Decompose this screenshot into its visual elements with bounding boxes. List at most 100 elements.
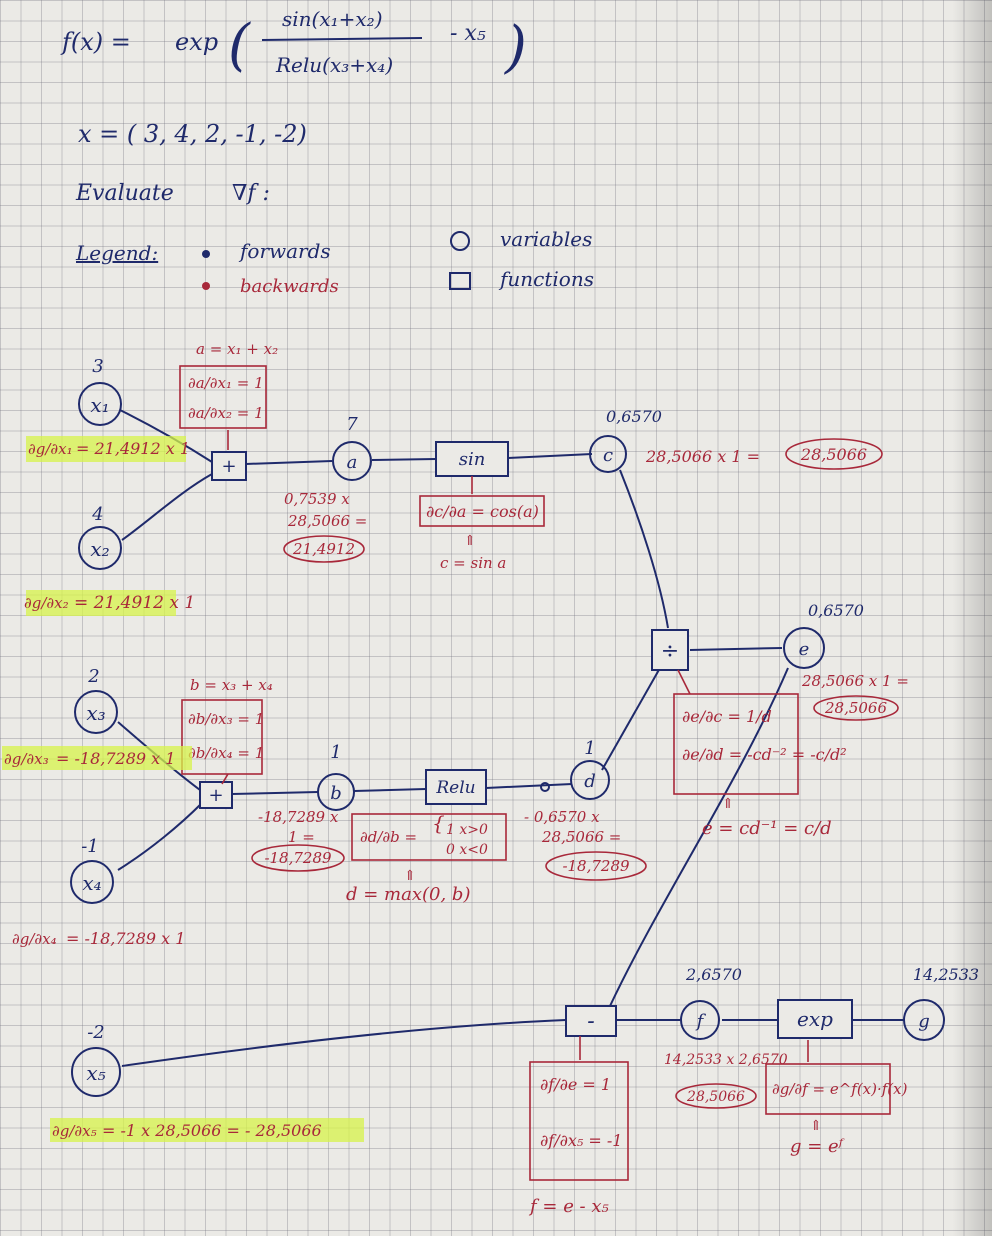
formula-numerator: sin(x₁+x₂)	[282, 7, 383, 31]
sin-local-grad: ∂c/∂a = cos(a) ⇑ c = sin a	[419, 476, 545, 572]
grad-d: - 0,6570 x 28,5066 = -18,7289	[524, 808, 647, 881]
d-local-lhs: ∂d/∂b =	[360, 828, 417, 846]
d-local-brace: {	[432, 811, 445, 835]
exp-label: exp	[797, 1007, 833, 1031]
grad-a-line1: 0,7539 x	[284, 490, 350, 508]
formula-rparen: )	[504, 15, 527, 80]
a-def: a = x₁ + x₂	[196, 340, 278, 358]
backwards-dot-icon	[202, 282, 210, 290]
legend-variables: variables	[500, 227, 592, 251]
function-exp: exp	[777, 999, 853, 1039]
forward-x2: 4	[91, 504, 103, 525]
grad-e: 28,5066 x 1 = 28,5066	[801, 672, 909, 721]
node-e-label: e	[799, 639, 810, 660]
x-vector: x = ( 3, 4, 2, -1, -2)	[78, 120, 307, 148]
forward-e: 0,6570	[808, 601, 864, 620]
legend-functions: functions	[498, 267, 594, 291]
formula-lhs: f(x) =	[60, 28, 131, 56]
node-x3-label: x₃	[86, 701, 105, 725]
e-def-arrow: ⇑	[722, 796, 734, 812]
node-g: g	[903, 999, 945, 1041]
d-local-case1: 1 x>0	[446, 822, 488, 838]
forward-g: 14,2533	[913, 965, 979, 984]
grad-d-line1: - 0,6570 x	[524, 808, 600, 826]
node-x4: x₄	[70, 860, 114, 904]
dx4-lhs: ∂g/∂x₄	[12, 930, 57, 948]
node-a: a	[332, 441, 372, 481]
node-x1-label: x₁	[90, 393, 109, 417]
plus-a-local-grad: a = x₁ + x₂ ∂a/∂x₁ = 1 ∂a/∂x₂ = 1	[179, 340, 278, 450]
plus-b-local-grad: b = x₃ + x₄ ∂b/∂x₃ = 1 ∂b/∂x₄ = 1	[181, 676, 273, 785]
divide-label: ÷	[661, 639, 679, 664]
sin-label: sin	[459, 449, 486, 470]
dx2-value: = 21,4912 x 1	[74, 593, 195, 613]
formula-denominator: Relu(x₃+x₄)	[275, 53, 393, 77]
node-x2-label: x₂	[90, 537, 109, 561]
evaluate-label: Evaluate	[75, 181, 174, 206]
forward-c: 0,6570	[606, 407, 662, 426]
function-minus: -	[565, 1005, 617, 1037]
b-local-2: ∂b/∂x₄ = 1	[188, 744, 264, 762]
grad-f: 14,2533 x 2,6570 28,5066	[664, 1052, 788, 1109]
node-f-label: f	[695, 1011, 707, 1032]
dx5: ∂g/∂x₅ = -1 x 28,5066 = - 28,5066	[50, 1118, 364, 1142]
dx2: ∂g/∂x₂ = 21,4912 x 1	[24, 590, 195, 616]
grad-c-value: 28,5066	[800, 445, 867, 464]
grad-a-value: 21,4912	[292, 540, 355, 558]
node-g-label: g	[918, 1011, 930, 1032]
f-local-2: ∂f/∂x₅ = -1	[540, 1131, 622, 1150]
grad-f-expr: 14,2533 x 2,6570	[664, 1052, 788, 1068]
forward-d: 1	[584, 738, 595, 759]
grad-b-line1: -18,7289 x	[258, 808, 339, 826]
grad-e-value: 28,5066	[824, 699, 887, 717]
minus-label: -	[587, 1009, 594, 1034]
node-x5: x₅	[71, 1047, 121, 1097]
dx2-lhs: ∂g/∂x₂	[24, 594, 69, 612]
function-plus-a: +	[211, 451, 247, 481]
graph-edges	[117, 409, 904, 1067]
function-plus-b: +	[199, 781, 233, 809]
node-x3: x₃	[74, 690, 118, 734]
grad-a-line2: 28,5066 =	[287, 512, 367, 530]
formula-lparen: (	[228, 13, 251, 78]
grad-a: 0,7539 x 28,5066 = 21,4912	[283, 490, 367, 563]
b-def: b = x₃ + x₄	[190, 676, 273, 694]
node-x5-label: x₅	[86, 1061, 105, 1085]
a-local-2: ∂a/∂x₂ = 1	[188, 404, 264, 422]
forward-f: 2,6570	[685, 965, 742, 984]
grad-b-value: -18,7289	[264, 849, 332, 867]
divide-local-grad: ∂e/∂c = 1/d ∂e/∂d = -cd⁻² = -c/d² ⇑ e = …	[673, 669, 847, 839]
dx4: ∂g/∂x₄ = -18,7289 x 1	[12, 929, 185, 948]
node-d-label: d	[584, 771, 596, 792]
d-def-arrow: ⇑	[404, 868, 416, 884]
c-def-arrow: ⇑	[464, 533, 476, 549]
variable-circle-icon	[450, 231, 470, 251]
dx3-lhs: ∂g/∂x₃	[4, 750, 49, 768]
node-b: b	[317, 773, 355, 811]
e-local-1: ∂e/∂c = 1/d	[682, 707, 772, 726]
relu-local-grad: ∂d/∂b = { 1 x>0 0 x<0 ⇑ d = max(0, b)	[346, 811, 507, 905]
g-def: g = eᶠ	[790, 1136, 845, 1157]
forward-a: 7	[346, 414, 358, 435]
forward-x1: 3	[92, 356, 103, 377]
plus-a-label: +	[221, 456, 236, 477]
a-local-1: ∂a/∂x₁ = 1	[188, 374, 264, 392]
relu-junction-dot	[540, 782, 550, 792]
node-x2: x₂	[78, 526, 122, 570]
fraction-bar	[261, 37, 423, 41]
exp-local-grad: ∂g/∂f = e^f(x)·f(x) ⇑ g = eᶠ	[765, 1040, 908, 1157]
legend: Legend: forwards backwards variables fun…	[75, 227, 594, 297]
dx4-value: = -18,7289 x 1	[66, 929, 185, 948]
dx1-lhs: ∂g/∂x₁	[28, 440, 73, 458]
c-def: c = sin a	[440, 554, 506, 572]
legend-forwards: forwards	[238, 239, 331, 263]
formula-tail: - x₅	[450, 21, 486, 46]
node-c-label: c	[603, 445, 613, 466]
node-a-label: a	[347, 452, 358, 473]
dx5-value: = -1 x 28,5066 = - 28,5066	[102, 1121, 322, 1140]
forward-b: 1	[330, 742, 341, 763]
grad-d-line2: 28,5066 =	[541, 828, 621, 846]
legend-backwards: backwards	[240, 276, 339, 297]
forward-x5: -2	[87, 1022, 105, 1043]
